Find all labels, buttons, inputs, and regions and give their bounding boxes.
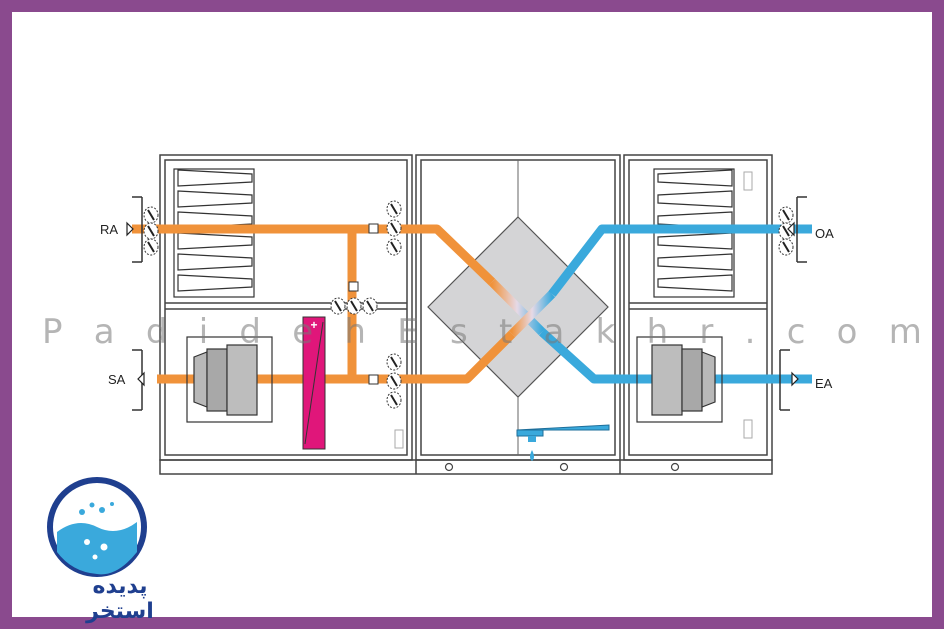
filter-icon (173, 168, 255, 298)
mixed-air-path (488, 278, 546, 336)
filter-icon (653, 168, 735, 298)
side-panel-marks (394, 171, 753, 449)
heater-coil-icon: + (302, 316, 326, 450)
diagram-frame: + RA SA OA EA (12, 12, 932, 624)
fan-icon (186, 336, 273, 423)
damper-actuators (348, 223, 379, 385)
port-arrows (126, 221, 799, 387)
cold-air-path (538, 224, 812, 384)
logo-brand-text: پدیده استخر (86, 574, 154, 624)
logo-icon (47, 477, 147, 577)
supply-air-label: SA (108, 372, 126, 387)
duct-flanges (132, 196, 807, 411)
base-holes (444, 462, 680, 472)
return-air-label: RA (100, 222, 118, 237)
ahu-diagram: + RA SA OA EA (47, 154, 834, 577)
heater-symbol: + (310, 318, 317, 332)
exhaust-air-label: EA (815, 376, 833, 391)
damper-blades (147, 203, 790, 406)
mixed-air-path-2 (508, 290, 556, 338)
fan-icon (636, 336, 723, 423)
drain-icon (516, 424, 610, 461)
outdoor-air-label: OA (815, 226, 834, 241)
